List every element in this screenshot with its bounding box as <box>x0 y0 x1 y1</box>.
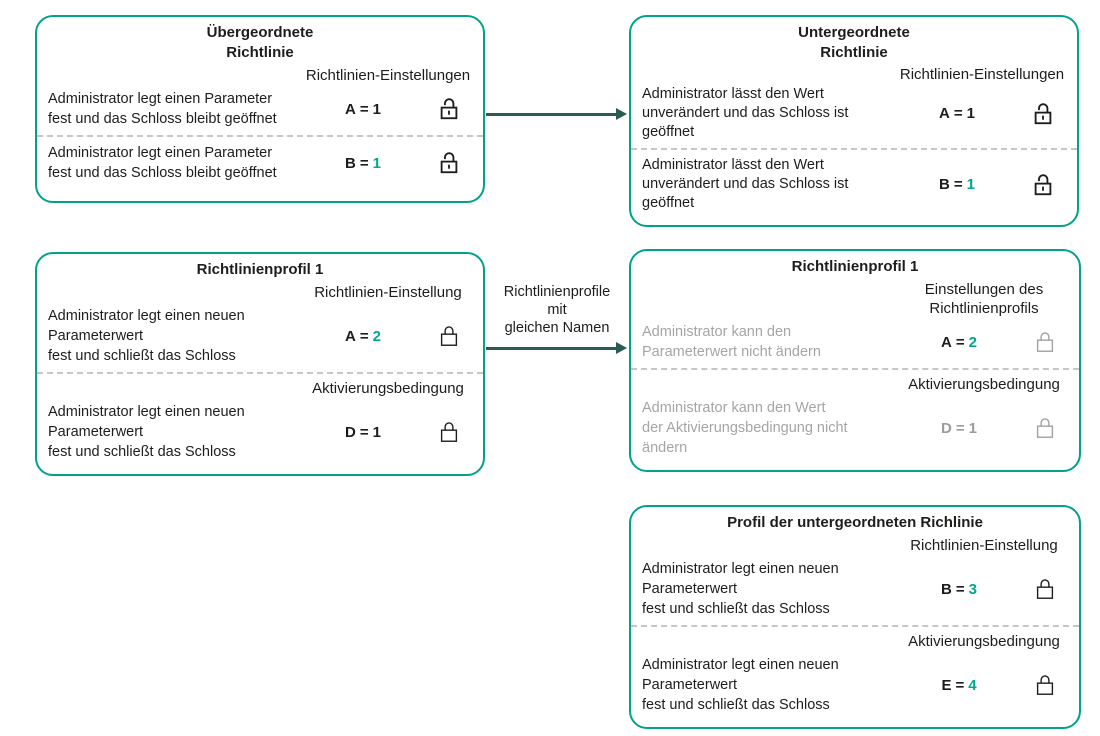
parameter-value: A=2 <box>345 327 381 345</box>
row-description: Administrator lässt den Wert unverändert… <box>642 157 849 211</box>
row-description: Administrator lässt den Wert unverändert… <box>642 86 849 140</box>
row-description: Administrator kann den Wert der Aktivier… <box>642 400 848 456</box>
arrow-label: Richtlinienprofile mit gleichen Namen <box>503 284 611 336</box>
section-label: Richtlinien-Einstellung <box>910 537 1058 554</box>
parameter-value: A=1 <box>939 105 975 122</box>
row-description: Administrator legt einen Parameter fest … <box>48 91 277 127</box>
parameter-value: A=1 <box>345 100 381 118</box>
row-divider <box>37 135 483 137</box>
section-label: Aktivierungsbedingung <box>908 633 1060 650</box>
box-child-policy-profile: Profil der untergeordneten Richlinie Ric… <box>629 505 1081 729</box>
parameter-value: B=3 <box>941 580 977 598</box>
box-title: Profil der untergeordneten Richlinie <box>727 514 983 531</box>
row-description: Administrator legt einen neuen Parameter… <box>48 404 245 460</box>
box-title: Richtlinienprofil 1 <box>791 258 919 275</box>
lock-closed-icon <box>437 323 461 349</box>
section-label: Richtlinien-Einstellungen <box>305 67 471 84</box>
parameter-value: B=1 <box>345 154 381 172</box>
row-divider <box>631 625 1079 627</box>
box-title: Richtlinienprofil 1 <box>196 261 324 278</box>
row-divider <box>37 372 483 374</box>
parameter-value: B=1 <box>939 176 975 193</box>
section-label: Richtlinien-Einstellung <box>314 284 462 301</box>
lock-closed-icon <box>1033 329 1057 355</box>
lock-open-icon <box>1031 101 1055 127</box>
lock-closed-icon <box>1033 672 1057 698</box>
box-policy-profile-1: Richtlinienprofil 1 Richtlinien-Einstell… <box>35 252 485 476</box>
lock-open-icon <box>437 150 461 176</box>
arrow-parent-to-child-policy <box>486 108 627 120</box>
row-description: Administrator legt einen neuen Parameter… <box>48 308 245 364</box>
parameter-value: D=1 <box>941 419 977 437</box>
lock-closed-icon <box>437 419 461 445</box>
section-label: Einstellungen des Richtlinienprofils <box>924 281 1044 317</box>
lock-closed-icon <box>1033 576 1057 602</box>
lock-closed-icon <box>1033 415 1057 441</box>
section-label: Aktivierungsbedingung <box>908 376 1060 393</box>
box-child-policy: Untergeordnete Richtlinie Richtlinien-Ei… <box>629 15 1079 227</box>
row-divider <box>631 148 1077 150</box>
section-label: Richtlinien-Einstellungen <box>899 66 1065 83</box>
box-parent-policy: Übergeordnete Richtlinie Richtlinien-Ein… <box>35 15 485 203</box>
box-title: Untergeordnete Richtlinie <box>798 24 910 61</box>
parameter-value: D=1 <box>345 423 381 441</box>
lock-open-icon <box>1031 172 1055 198</box>
lock-open-icon <box>437 96 461 122</box>
row-description: Administrator legt einen neuen Parameter… <box>642 561 839 617</box>
row-description: Administrator legt einen neuen Parameter… <box>642 657 839 713</box>
row-divider <box>631 368 1079 370</box>
section-label: Aktivierungsbedingung <box>312 380 464 397</box>
row-description: Administrator legt einen Parameter fest … <box>48 145 277 181</box>
arrow-profile-to-profile <box>486 342 627 354</box>
parameter-value: A=2 <box>941 333 977 351</box>
row-description: Administrator kann den Parameterwert nic… <box>642 324 821 360</box>
box-title: Übergeordnete Richtlinie <box>206 24 314 61</box>
box-child-policy-profile-1: Richtlinienprofil 1 Einstellungen des Ri… <box>629 249 1081 472</box>
parameter-value: E=4 <box>941 676 977 694</box>
